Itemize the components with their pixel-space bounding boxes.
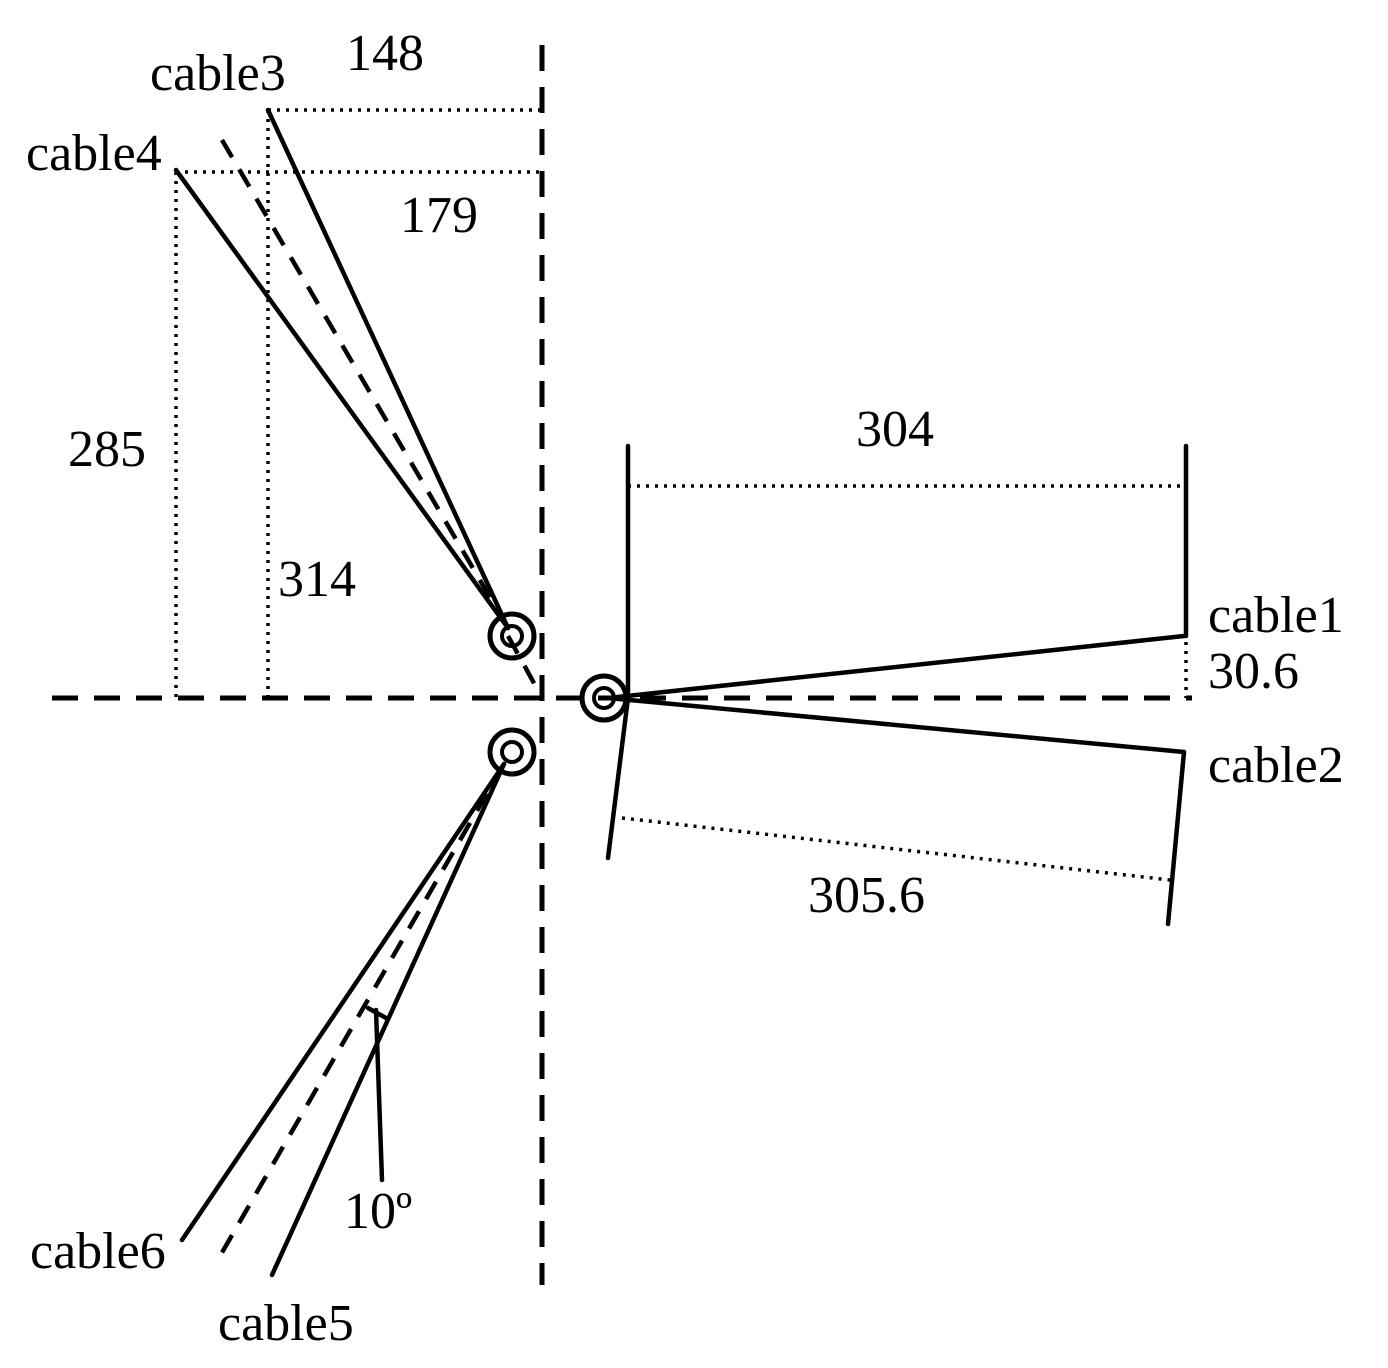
cable1-line <box>605 633 1187 701</box>
cable1-label: cable1 <box>1208 587 1344 644</box>
cable4-line <box>173 167 511 631</box>
pulley-lower <box>487 727 537 777</box>
cable2-label: cable2 <box>1208 737 1344 794</box>
cable5-6-bisector <box>218 762 506 1258</box>
dim-179-label: 179 <box>400 187 478 244</box>
cable4-label: cable4 <box>26 125 162 182</box>
cable3-4-bisector <box>220 138 510 630</box>
pulley-upper <box>487 611 537 661</box>
angle-leader <box>373 1007 385 1183</box>
dim-305-6-line <box>621 816 1171 882</box>
cable3-line <box>265 107 511 631</box>
cable6-line <box>179 761 507 1243</box>
dim-30-6-label: 30.6 <box>1208 643 1299 700</box>
cable5-line <box>269 761 507 1278</box>
extension-305-6-right <box>1165 749 1187 927</box>
angle-label: 10º <box>344 1183 412 1240</box>
dim-304-label: 304 <box>856 401 934 458</box>
dim-285-label: 285 <box>68 421 146 478</box>
cable6-label: cable6 <box>30 1223 166 1280</box>
angle-tick <box>365 1005 389 1021</box>
dim-314-label: 314 <box>278 551 356 608</box>
extension-305-6-left <box>605 695 631 861</box>
dim-305-6-label: 305.6 <box>808 867 925 924</box>
cable2-line <box>605 695 1187 755</box>
cable3-label: cable3 <box>150 45 286 102</box>
cable5-label: cable5 <box>218 1295 354 1352</box>
pulley-right <box>579 673 629 723</box>
dim-148-label: 148 <box>346 25 424 82</box>
